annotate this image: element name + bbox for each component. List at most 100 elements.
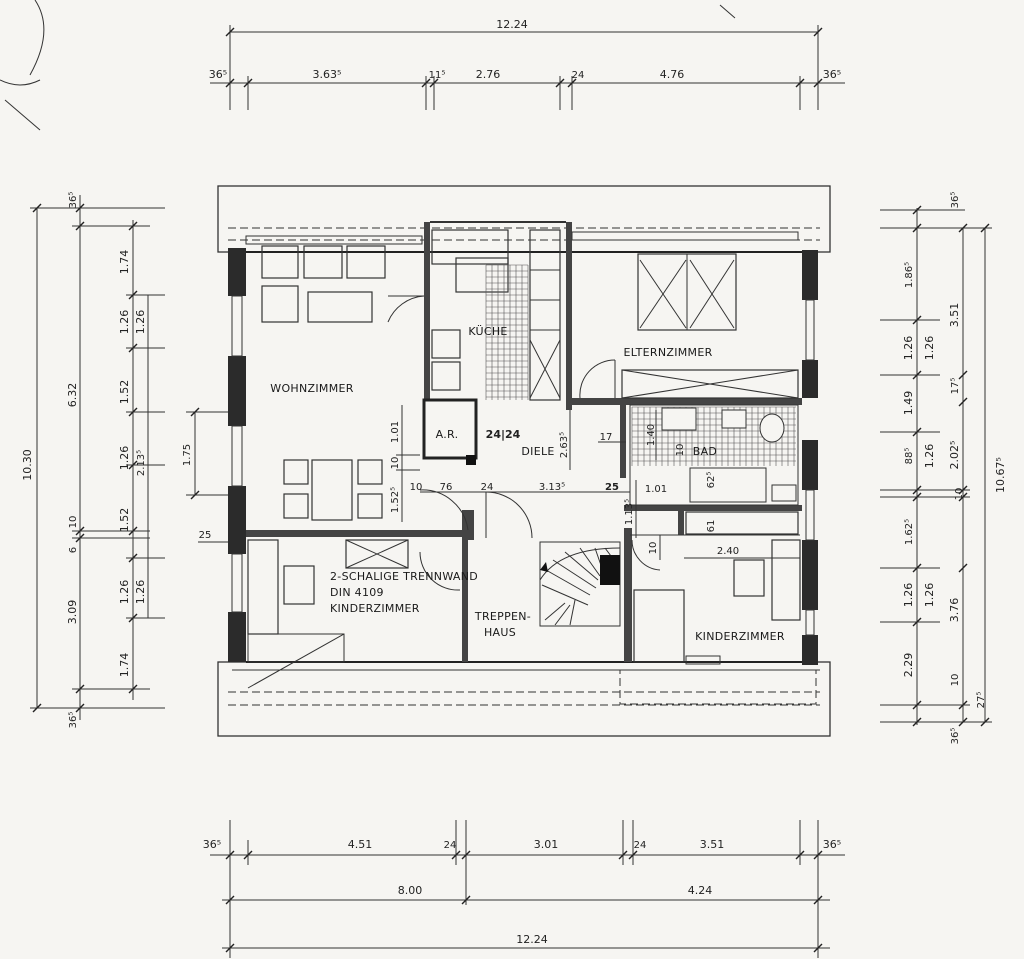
dim-right-a4: 1.49 <box>902 391 915 416</box>
dim-left-a3: 10 <box>68 516 79 529</box>
room-trennwand-line-1: 2-SCHALIGE TRENNWAND <box>330 570 478 583</box>
dim-top-2: 3.63⁵ <box>313 68 342 81</box>
dim-right-a1: 36⁵ <box>950 192 961 209</box>
dim-right-b6: 3.76 <box>948 598 961 623</box>
dim-right-total: 10.67⁵ <box>994 457 1007 493</box>
room-treppenhaus-line-2: HAUS <box>484 626 516 639</box>
room-kinderzimmer-right: KINDERZIMMER <box>695 630 785 643</box>
dim-right-a9: 2.29 <box>902 653 915 678</box>
furniture-kueche <box>431 229 561 401</box>
dim-left-a4: 6 <box>68 547 79 553</box>
dim-inner-2635: 2.63⁵ <box>559 432 570 458</box>
dim-bottom-7: 36⁵ <box>823 838 841 851</box>
dim-inner-240: 2.40 <box>717 546 739 557</box>
dim-inner-10d: 10 <box>675 444 686 457</box>
dim-right-a7: 1.62⁵ <box>904 519 915 545</box>
dim-left-b1: 1.74 <box>118 250 131 275</box>
room-ar: A.R. <box>436 428 459 441</box>
doors <box>387 295 661 591</box>
dim-bottom-2: 4.51 <box>348 838 373 851</box>
dim-left-b7: 1.74 <box>118 653 131 678</box>
furniture-wohnzimmer <box>245 235 423 521</box>
top-dimensions: 12.24 36⁵ 3.63⁵ 11⁵ 2.76 24 4.76 36⁵ <box>209 18 845 110</box>
dim-inner-24: 24 <box>481 482 494 493</box>
dim-inner-3135: 3.13⁵ <box>539 482 565 493</box>
dim-left-c1: 1.26 <box>134 310 147 335</box>
furniture-elternzimmer <box>571 231 799 399</box>
dim-inner-101: 1.01 <box>390 421 401 443</box>
dim-right-b2: 1.26 <box>923 336 936 361</box>
dim-right-b7: 10 <box>950 674 961 687</box>
dim-top-total: 12.24 <box>496 18 528 31</box>
dim-top-5: 24 <box>572 70 585 81</box>
room-labels: WOHNZIMMER KÜCHE ELTERNZIMMER A.R. DIELE… <box>270 325 785 643</box>
dim-right-b5: 1.26 <box>923 444 936 469</box>
stray-marks <box>0 0 736 131</box>
dim-inner-10c: 10 <box>648 542 659 555</box>
dim-left-a1: 36⁵ <box>68 192 79 209</box>
dim-inner-10b: 10 <box>410 482 423 493</box>
dim-left-a6: 36⁵ <box>68 712 79 729</box>
dim-left-b2: 1.26 <box>118 310 131 335</box>
dim-top-1: 36⁵ <box>209 68 227 81</box>
building-outline <box>217 185 831 737</box>
dim-top-6: 4.76 <box>660 68 685 81</box>
furniture-kinderzimmer-left <box>247 539 409 689</box>
dim-left-25: 25 <box>199 530 212 541</box>
dim-inner-2424: 24|24 <box>486 428 521 441</box>
dim-bottom-4: 3.01 <box>534 838 559 851</box>
interior-walls <box>246 221 802 662</box>
dim-bottom-1: 36⁵ <box>203 838 221 851</box>
right-dimensions: 10.67⁵ 36⁵ 1.86⁵ 1.26 1.49 <box>880 192 1007 745</box>
dim-bottom-total: 12.24 <box>516 933 548 946</box>
dim-left-b3: 1.52 <box>118 380 131 405</box>
furniture-bad <box>629 404 799 535</box>
dim-left-a2: 6.32 <box>66 383 79 408</box>
dim-inner-25: 25 <box>605 482 619 493</box>
dim-bottom-sub-2: 4.24 <box>688 884 713 897</box>
dim-left-b5: 1.52 <box>118 508 131 533</box>
left-dimensions: 10.30 36⁵ 6.32 10 6 3.09 36⁵ <box>21 192 240 729</box>
room-trennwand-line-2: DIN 4109 <box>330 586 384 599</box>
dim-left-c2: 2.13⁵ <box>136 450 147 476</box>
dim-top-4: 2.76 <box>476 68 501 81</box>
inner-dimensions: 1.01 1.52⁵ 10 10 76 24 3.13⁵ 2.63⁵ 24|24… <box>390 405 800 560</box>
dim-bottom-3: 24 <box>444 840 457 851</box>
dim-inner-17: 17 <box>600 432 613 443</box>
dim-left-b6: 1.26 <box>118 580 131 605</box>
room-bad: BAD <box>693 445 717 458</box>
dim-inner-101b: 1.01 <box>645 484 667 495</box>
room-wohnzimmer: WOHNZIMMER <box>270 382 353 395</box>
dim-right-a8: 1.26 <box>902 583 915 608</box>
bottom-dimensions: 36⁵ 4.51 24 3.01 24 3.51 36⁵ 8.00 4.24 1… <box>203 820 845 958</box>
dim-right-a10: 36⁵ <box>950 728 961 745</box>
dim-right-b3: 17⁵ <box>950 378 961 395</box>
dim-top-3: 11⁵ <box>429 70 446 81</box>
dim-inner-10a: 10 <box>390 457 401 470</box>
room-kueche: KÜCHE <box>468 325 507 338</box>
dim-inner-1525: 1.52⁵ <box>390 487 401 513</box>
dim-left-total: 10.30 <box>21 449 34 481</box>
room-elternzimmer: ELTERNZIMMER <box>623 346 712 359</box>
dim-left-c3: 1.26 <box>134 580 147 605</box>
dim-right-a3: 1.26 <box>902 336 915 361</box>
dim-left-a5: 3.09 <box>66 600 79 625</box>
dim-left-b4: 1.26 <box>118 446 131 471</box>
dim-bottom-6: 3.51 <box>700 838 725 851</box>
dim-top-7: 36⁵ <box>823 68 841 81</box>
dim-right-b4: 2.02⁵ <box>948 441 961 470</box>
dim-right-a2: 1.86⁵ <box>904 262 915 288</box>
dim-left-window: 1.75 <box>182 444 193 466</box>
stairs <box>520 541 621 663</box>
dim-inner-1135: 1.13⁵ <box>624 499 635 525</box>
dim-right-a5: 88⁵ <box>904 448 915 465</box>
dim-inner-625: 62⁵ <box>706 472 717 489</box>
dim-inner-76: 76 <box>440 482 453 493</box>
dim-inner-61: 61 <box>706 520 717 533</box>
room-kinderzimmer-left: KINDERZIMMER <box>330 602 420 615</box>
dim-inner-140: 1.40 <box>646 424 657 446</box>
room-treppenhaus-line-1: TREPPEN- <box>474 610 531 623</box>
dim-right-b1: 3.51 <box>948 303 961 328</box>
dim-bottom-sub-1: 8.00 <box>398 884 423 897</box>
